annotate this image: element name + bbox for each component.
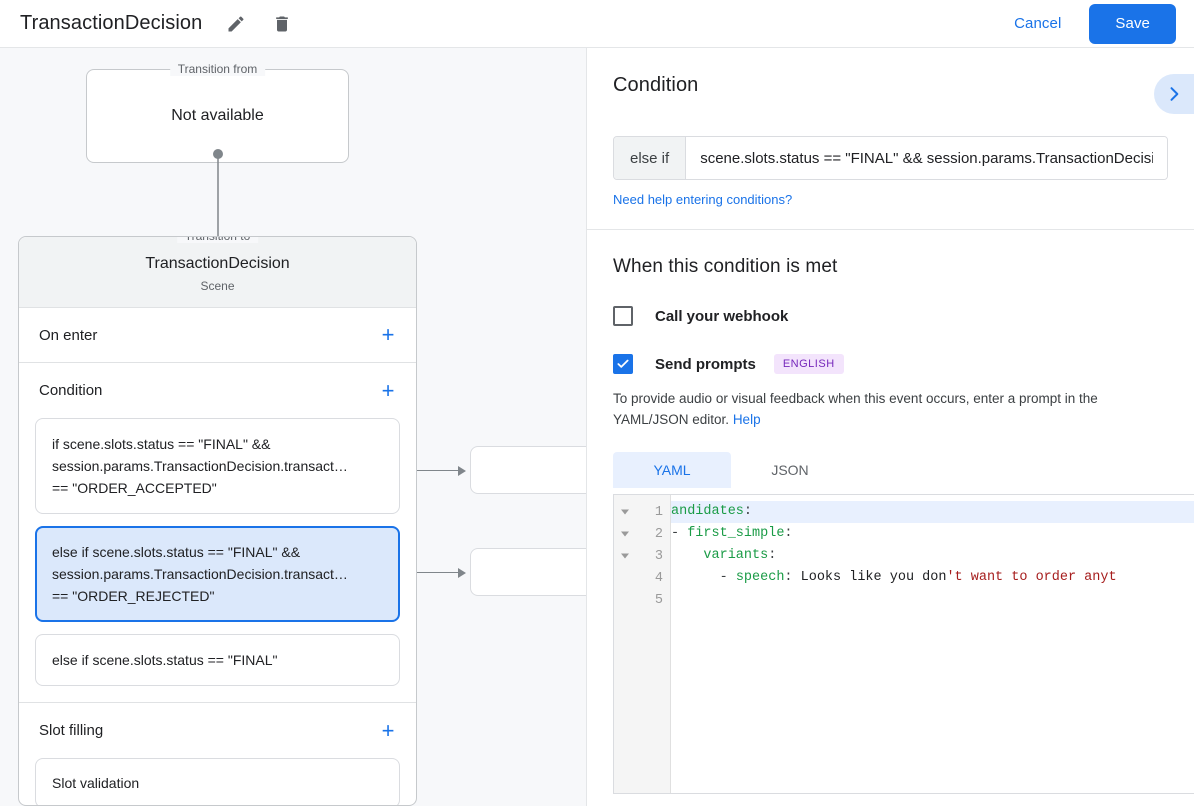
send-prompts-checkbox[interactable] [613, 354, 633, 374]
panel-body: When this condition is met Call your web… [587, 230, 1194, 794]
transition-target-card[interactable] [470, 446, 586, 494]
prompt-description-text: To provide audio or visual feedback when… [613, 391, 1098, 427]
transition-from-card[interactable]: Transition from Not available [86, 62, 349, 163]
tab-json[interactable]: JSON [771, 462, 809, 478]
add-condition-button[interactable]: + [381, 377, 395, 403]
prompt-description: To provide audio or visual feedback when… [613, 388, 1168, 430]
condition-detail-panel: Condition else if Need help entering con… [586, 48, 1194, 806]
condition-line: session.params.TransactionDecision.trans… [52, 458, 348, 474]
scene-graph-canvas: Transition from Not available Transition… [0, 48, 586, 806]
condition-prefix-label: else if [614, 137, 687, 179]
editor-code-line: - first_simple: [671, 526, 793, 541]
condition-list: if scene.slots.status == "FINAL" && sess… [19, 418, 416, 703]
section-header-condition: Condition + [19, 363, 416, 418]
scene-name: TransactionDecision [145, 255, 290, 272]
condition-edge-line [403, 572, 460, 573]
scene-kind: Scene [200, 279, 235, 293]
condition-edge-arrowhead [458, 568, 466, 578]
slot-filling-list-item[interactable]: Slot validation [35, 758, 400, 805]
editor-code-area[interactable]: andidates: - first_simple: variants: - sp… [671, 495, 1194, 793]
cancel-button[interactable]: Cancel [1000, 7, 1075, 40]
condition-line: else if scene.slots.status == "FINAL" [52, 652, 278, 668]
condition-help-row: Need help entering conditions? [613, 192, 1168, 207]
editor-code-line: andidates: [671, 501, 1194, 523]
section-header-slot-filling: Slot filling + [19, 703, 416, 758]
editor-code-line: - speech: Looks like you don't want to o… [671, 570, 1117, 585]
language-badge: ENGLISH [773, 354, 844, 374]
panel-header: Condition else if Need help entering con… [587, 48, 1194, 230]
fold-arrow-icon[interactable] [621, 531, 629, 537]
editor-line-number: 5 [654, 592, 663, 608]
editor-tabs: YAML JSON [613, 452, 1168, 488]
save-button[interactable]: Save [1089, 3, 1176, 44]
section-title-on-enter: On enter [39, 326, 98, 344]
trash-icon[interactable] [270, 12, 294, 36]
pencil-icon[interactable] [224, 12, 248, 36]
when-condition-met-title: When this condition is met [613, 256, 838, 277]
transition-from-legend: Transition from [169, 62, 266, 76]
call-webhook-checkbox[interactable] [613, 306, 633, 326]
panel-heading-row: Condition [613, 74, 1194, 114]
section-title-slot-filling: Slot filling [39, 722, 104, 739]
condition-input-row: else if [613, 136, 1168, 180]
transition-from-value: Not available [171, 107, 264, 124]
editor-code-line: variants: [703, 548, 777, 563]
condition-list-item-selected[interactable]: else if scene.slots.status == "FINAL" &&… [35, 526, 400, 622]
webhook-row: Call your webhook [613, 306, 1168, 326]
chevron-right-icon[interactable] [1154, 74, 1194, 114]
send-prompts-row: Send prompts ENGLISH [613, 354, 1168, 374]
condition-input[interactable] [686, 137, 1167, 179]
section-header-on-enter: On enter + [19, 308, 416, 363]
call-webhook-label: Call your webhook [655, 307, 789, 325]
condition-line: if scene.slots.status == "FINAL" && [52, 436, 271, 452]
prompt-help-link[interactable]: Help [732, 412, 761, 427]
condition-line: else if scene.slots.status == "FINAL" && [52, 544, 301, 560]
panel-title: Condition [613, 74, 699, 96]
top-bar: TransactionDecision Cancel Save [0, 0, 1194, 48]
condition-help-link[interactable]: Need help entering conditions? [613, 192, 793, 207]
tab-yaml[interactable]: YAML [613, 452, 731, 488]
transition-target-card[interactable] [470, 548, 586, 596]
condition-line: session.params.TransactionDecision.trans… [52, 566, 348, 582]
fold-arrow-icon[interactable] [621, 553, 629, 559]
section-title-condition: Condition [39, 382, 103, 399]
condition-edge-line [403, 470, 460, 471]
condition-list-item[interactable]: if scene.slots.status == "FINAL" && sess… [35, 418, 400, 514]
editor-code-line [671, 589, 1194, 611]
editor-line-number: 3 [614, 545, 670, 567]
add-on-enter-button[interactable]: + [381, 322, 395, 347]
slot-filling-list: Slot validation [19, 758, 416, 805]
editor-line-number: 4 [654, 570, 663, 586]
send-prompts-label: Send prompts [655, 355, 756, 373]
editor-line-number: 1 [614, 501, 670, 523]
page-title: TransactionDecision [20, 12, 203, 34]
fold-arrow-icon[interactable] [621, 509, 629, 515]
add-slot-filling-button[interactable]: + [381, 717, 395, 743]
transition-to-card: Transition to TransactionDecision Scene … [18, 236, 417, 806]
condition-list-item[interactable]: else if scene.slots.status == "FINAL" [35, 634, 400, 686]
scene-header[interactable]: TransactionDecision Scene [19, 237, 416, 308]
condition-edge-arrowhead [458, 466, 466, 476]
condition-line: == "ORDER_REJECTED" [52, 588, 215, 604]
condition-line: == "ORDER_ACCEPTED" [52, 480, 217, 496]
transition-to-legend: Transition to [176, 237, 259, 243]
editor-line-number: 2 [614, 523, 670, 545]
